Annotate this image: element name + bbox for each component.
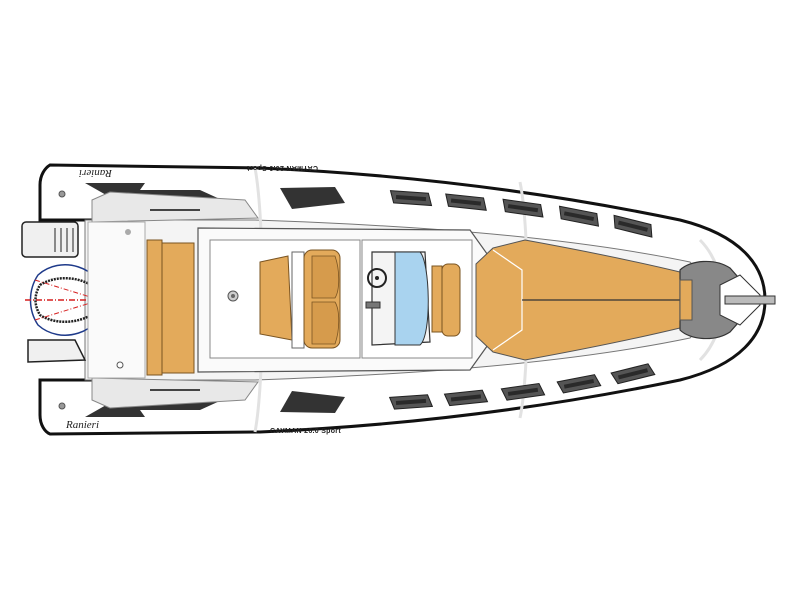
tube-vent-icon: [445, 193, 487, 211]
stern-well: [87, 221, 146, 379]
boarding-ladder: [21, 221, 79, 258]
tube-vent-icon: [500, 383, 546, 401]
bow-locker-pad: [679, 279, 693, 321]
swim-platform-top: [91, 191, 259, 223]
throttle-lever: [365, 301, 381, 309]
tube-graphic-dark: [280, 187, 345, 209]
tube-vent-icon: [556, 374, 602, 394]
tube-vents-top: [389, 190, 653, 238]
tube-vent-icon: [610, 363, 656, 385]
brand-logo-bottom: Ranieri: [65, 419, 99, 431]
tube-vents-bottom: [388, 363, 656, 410]
windscreen: [394, 251, 429, 346]
model-name-bottom: CAYMAN 26.0 Sport: [270, 428, 341, 435]
aft-bench-backrest: [146, 239, 163, 376]
tube-vent-icon: [558, 205, 600, 227]
brand-logo-top: Ranieri: [79, 167, 113, 179]
steering-wheel-icon: [367, 268, 387, 288]
outboard-engine: [21, 221, 115, 363]
aft-bench-seat: [161, 242, 195, 374]
console-seat-cushion: [311, 255, 340, 299]
tube-valve: [58, 402, 66, 410]
tube-vent-icon: [443, 389, 489, 407]
console-front-cushion-side: [431, 265, 443, 333]
anchor-roller: [724, 295, 776, 305]
tube-vent-icon: [389, 190, 433, 207]
tube-valve: [58, 190, 66, 198]
tube-vent-icon: [502, 198, 544, 218]
tube-graphic-dark: [280, 391, 345, 413]
steering-angle-line: [34, 279, 101, 301]
steering-wheel-hub: [375, 276, 379, 280]
console-front-cushion: [441, 263, 461, 337]
tube-vent-icon: [388, 394, 434, 410]
steering-angle-line: [34, 299, 101, 321]
console-seat-cushion: [311, 301, 340, 345]
model-name-top: CAYMAN 26.0 Sport: [247, 164, 318, 171]
engine-cowling: [34, 277, 107, 323]
swim-platform-bottom: [91, 377, 259, 409]
deck-fitting: [116, 361, 124, 369]
console-seat-front: [259, 255, 293, 341]
console-seat-base: [291, 251, 305, 349]
deck-drain-center: [231, 294, 235, 298]
deck-fitting: [125, 229, 131, 235]
tube-vent-icon: [613, 214, 653, 238]
